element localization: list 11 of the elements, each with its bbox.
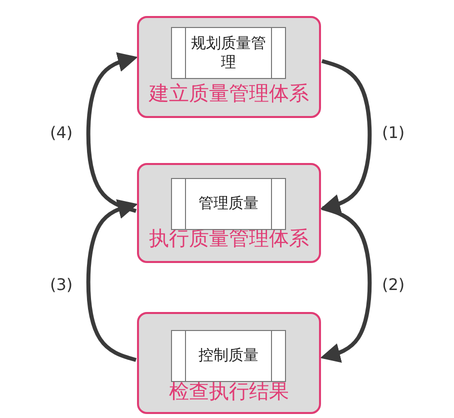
curved-arrow	[86, 199, 138, 362]
stage-box	[137, 312, 321, 414]
stage-box	[137, 16, 321, 118]
process-box: 管理质量	[171, 178, 286, 230]
process-box: 控制质量	[171, 330, 286, 382]
curved-arrow	[320, 59, 372, 214]
curved-arrow	[320, 206, 372, 363]
curved-arrow	[86, 52, 138, 213]
stage-box	[137, 163, 321, 263]
process-box: 规划质量管理	[171, 27, 286, 79]
stage-title: 建立质量管理体系	[148, 80, 310, 107]
